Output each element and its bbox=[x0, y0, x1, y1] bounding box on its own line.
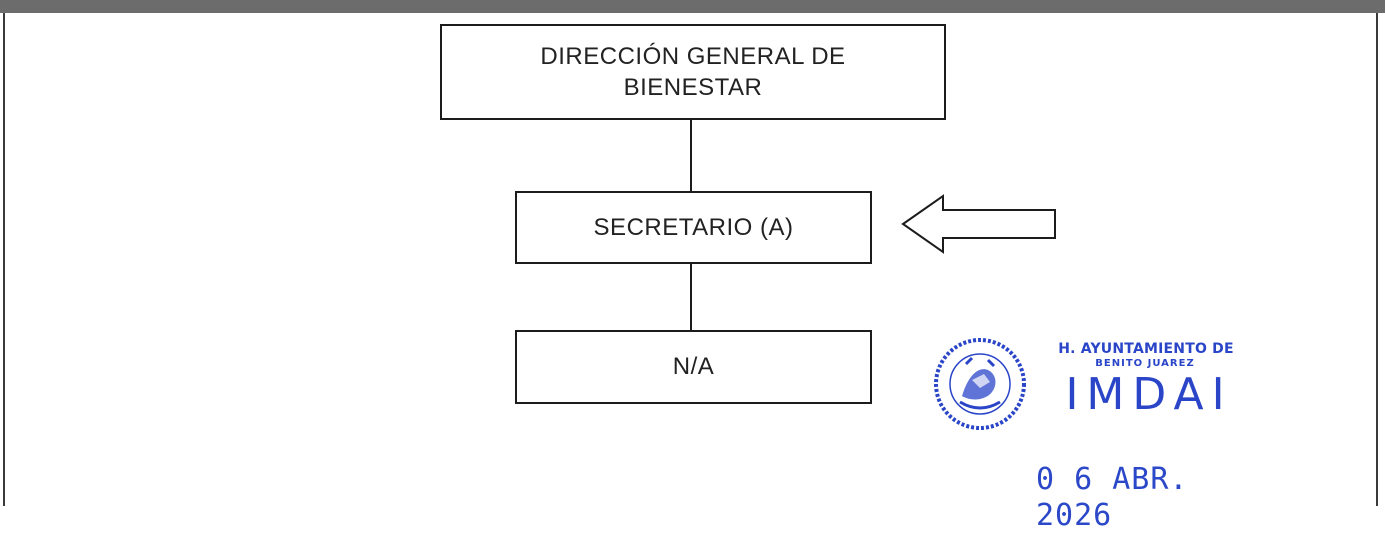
connector-top-middle bbox=[690, 120, 692, 191]
seal-icon bbox=[934, 338, 1026, 430]
stamp-line1: H. AYUNTAMIENTO DE bbox=[1058, 341, 1234, 357]
stamp-line2: BENITO JUAREZ bbox=[1095, 358, 1195, 369]
box-na: N/A bbox=[515, 330, 872, 404]
date-stamp: 0 6 ABR. 2026 bbox=[1036, 462, 1189, 533]
page-top-band bbox=[0, 0, 1385, 13]
box-direccion-line2: BIENESTAR bbox=[623, 74, 763, 101]
box-secretario: SECRETARIO (A) bbox=[515, 191, 872, 264]
box-direccion-line1: DIRECCIÓN GENERAL DE bbox=[540, 42, 846, 70]
box-secretario-label: SECRETARIO (A) bbox=[593, 213, 794, 241]
connector-middle-bottom bbox=[690, 264, 692, 330]
box-direccion-general: DIRECCIÓN GENERAL DE BIENESTAR bbox=[440, 24, 946, 120]
stamp-acronym: IMDAI bbox=[1065, 369, 1233, 420]
page-frame bbox=[3, 13, 1378, 506]
left-arrow-icon bbox=[901, 194, 1056, 254]
box-na-label: N/A bbox=[672, 353, 715, 381]
